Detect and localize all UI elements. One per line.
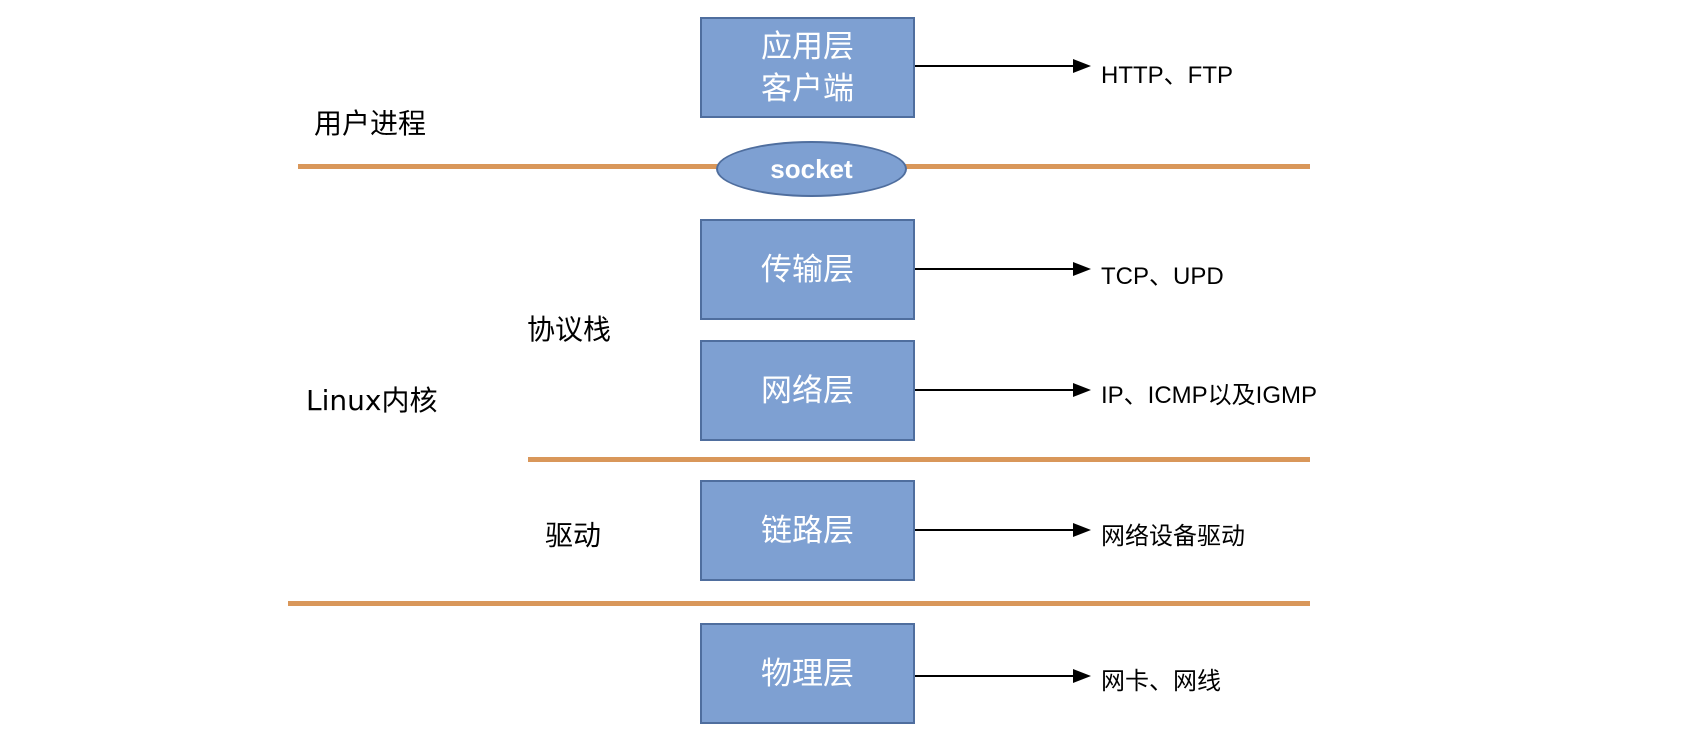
- physical-layer-box: 物理层: [700, 623, 915, 724]
- application-arrow: [915, 54, 1091, 78]
- kernel-hardware-divider: [288, 601, 1310, 606]
- link-arrow: [915, 518, 1091, 542]
- transport-protocols: TCP、UPD: [1101, 263, 1224, 290]
- application-layer-label: 应用层: [761, 28, 854, 65]
- driver-label: 驱动: [545, 519, 602, 552]
- linux-kernel-label: Linux内核: [306, 384, 438, 417]
- user-process-label: 用户进程: [314, 107, 427, 140]
- stack-driver-divider: [528, 457, 1310, 462]
- client-label: 客户端: [761, 70, 854, 107]
- network-layer-box: 网络层: [700, 340, 915, 441]
- application-layer-box: 应用层 客户端: [700, 17, 915, 118]
- physical-arrow: [915, 664, 1091, 688]
- network-arrow: [915, 378, 1091, 402]
- transport-arrow: [915, 257, 1091, 281]
- transport-layer-box: 传输层: [700, 219, 915, 320]
- socket-ellipse: socket: [716, 141, 907, 197]
- network-protocols: IP、ICMP以及IGMP: [1101, 382, 1318, 409]
- physical-protocols: 网卡、网线: [1101, 668, 1221, 695]
- link-protocols: 网络设备驱动: [1101, 523, 1245, 550]
- link-layer-box: 链路层: [700, 480, 915, 581]
- application-protocols: HTTP、FTP: [1101, 62, 1233, 89]
- protocol-stack-label: 协议栈: [527, 313, 612, 346]
